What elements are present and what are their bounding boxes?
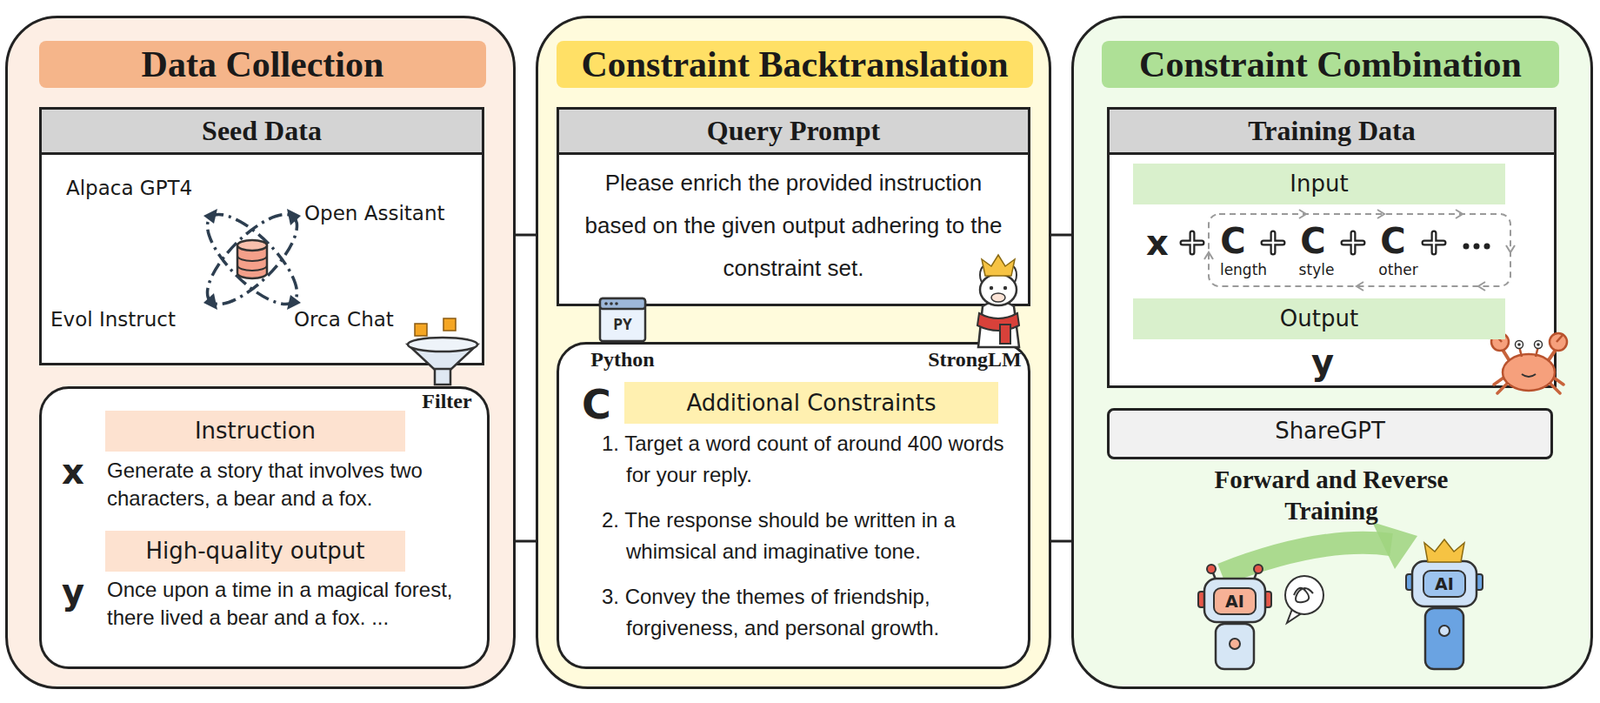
section-band: High-quality output — [105, 530, 406, 572]
dataset-box: ShareGPT — [1106, 407, 1554, 460]
panel-heading: Constraint Backtranslation — [556, 40, 1034, 88]
math-symbol: x — [57, 452, 89, 491]
dataset-name: Alpaca GPT4 — [66, 176, 193, 200]
section-band: Output — [1133, 298, 1506, 340]
math-symbol: x — [1141, 223, 1174, 262]
query-prompt-box: Query PromptPlease enrich the provided i… — [556, 106, 1031, 307]
icon-text: PY — [603, 314, 642, 334]
panel-heading: Data Collection — [39, 40, 487, 88]
panel-connector — [515, 540, 536, 543]
dataset-name: ShareGPT — [1109, 410, 1551, 452]
constraint-type: other — [1373, 260, 1424, 279]
instruction-text: Generate a story that involves two chara… — [106, 456, 455, 513]
icon-caption: StrongLM — [922, 346, 1027, 372]
constraint-symbol: C — [1215, 221, 1251, 260]
panel-connector — [1051, 233, 1072, 237]
box-header: Query Prompt — [559, 109, 1028, 155]
panel-connector — [515, 233, 536, 237]
constraint-item: 2. The response should be written in a w… — [601, 504, 1011, 567]
dataset-name: Open Assitant — [304, 201, 446, 226]
math-symbol: y — [57, 572, 89, 611]
icon-caption: Filter — [413, 388, 480, 414]
dataset-name: Evol Instruct — [50, 307, 176, 332]
constraint-item: 3. Convey the themes of friendship, forg… — [601, 580, 1011, 644]
output-text: Once upon a time in a magical forest, th… — [106, 575, 460, 632]
panel-heading: Constraint Combination — [1101, 40, 1560, 88]
robot-screen-text: AI — [1217, 590, 1253, 612]
box-header: Training Data — [1109, 109, 1554, 155]
training-caption: Forward and Reverse Training — [1183, 463, 1480, 527]
box-header: Seed Data — [41, 109, 482, 155]
section-band: Instruction — [105, 410, 406, 452]
seed-data-box: Seed DataAlpaca GPT4Open AssitantEvol In… — [39, 106, 485, 366]
section-band: Additional Constraints — [624, 381, 999, 424]
constraints-box: Additional Constraints1. Target a word c… — [556, 341, 1031, 669]
math-symbol: y — [1306, 342, 1339, 381]
panel-connector — [1051, 540, 1072, 543]
constraint-symbol: C — [1375, 221, 1411, 260]
icon-caption: Python — [584, 346, 661, 372]
robot-screen-text: AI — [1426, 573, 1462, 594]
dataset-name: Orca Chat — [293, 307, 394, 332]
constraint-item: 1. Target a word count of around 400 wor… — [601, 427, 1011, 491]
constraint-symbol: C — [577, 382, 616, 427]
section-band: Input — [1133, 163, 1506, 205]
prompt-text: Please enrich the provided instruction b… — [572, 161, 1015, 290]
constraint-type: style — [1293, 260, 1340, 279]
example-box: InstructionGenerate a story that involve… — [39, 386, 490, 669]
constraint-type: length — [1214, 260, 1273, 279]
constraint-symbol: C — [1295, 221, 1331, 260]
